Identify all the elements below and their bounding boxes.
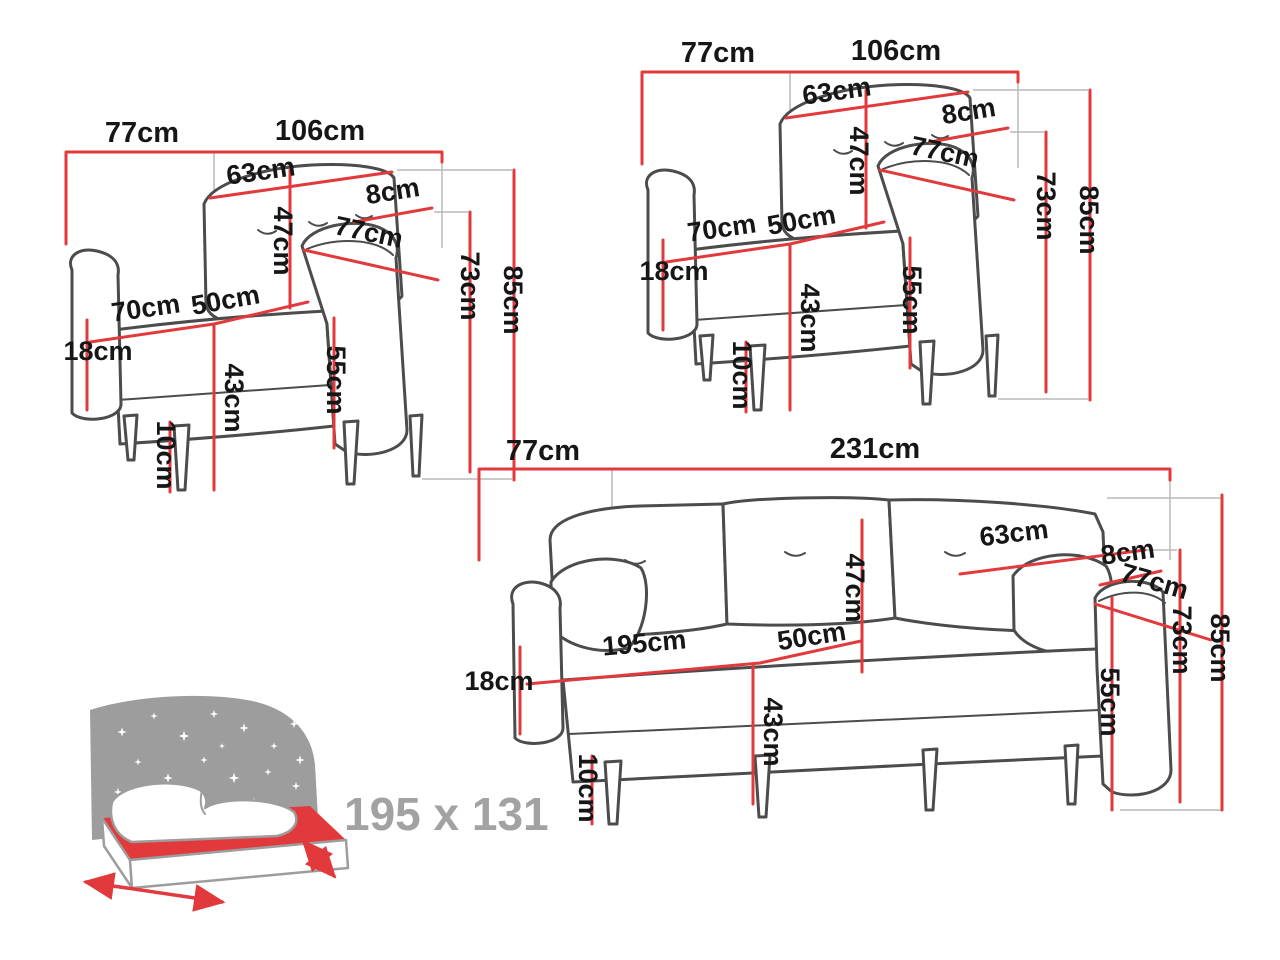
sofa-left-pillow <box>549 557 648 652</box>
sofa-base-height-label: 18cm <box>464 666 533 696</box>
bed-depth-arrow <box>301 839 337 879</box>
sofa-cushion-width-line <box>958 548 1147 576</box>
sofa-inner-height-label: 73cm <box>1167 605 1197 674</box>
sofa-seat-seam <box>568 709 1100 735</box>
sofa-seat-height-label: 43cm <box>758 697 788 766</box>
sofa-legs <box>603 743 1080 826</box>
sofa-armrest-thickness-line <box>1098 569 1163 587</box>
sofa-back-depth-label: 77cm <box>506 435 580 467</box>
sofa-diagram: 77cm 231cm 63cm 8cm 77cm 47cm 195cm 50cm… <box>464 433 1235 826</box>
bed-width-arrow <box>82 872 226 912</box>
sofa-seat-depth-line <box>758 639 863 665</box>
sofa-seat <box>561 647 1105 784</box>
sofa-leg-height-label: 10cm <box>573 753 603 822</box>
sofa-top-dim-line <box>477 467 1172 562</box>
sofa-right-armrest <box>1093 579 1173 797</box>
sofa-armrest-seam <box>1098 591 1166 604</box>
sleeping-area-label: 195 x 131 <box>344 788 549 840</box>
armchair-left-diagram <box>61 113 530 494</box>
sleeping-area-icon: 195 x 131 <box>82 695 549 912</box>
bed-pillow-split <box>199 789 206 815</box>
sofa-dimension-labels: 77cm 231cm 63cm 8cm 77cm 47cm 195cm 50cm… <box>464 433 1235 823</box>
sofa-seat-width-line <box>525 661 762 686</box>
sofa-left-armrest <box>510 580 565 745</box>
sofa-armrest-height-label: 55cm <box>1095 667 1125 736</box>
sofa-drawing <box>510 496 1173 826</box>
sofa-backrest-height-label: 47cm <box>840 553 870 622</box>
sofa-total-height-label: 85cm <box>1205 613 1235 682</box>
sofa-seat-width-label: 195cm <box>601 624 687 661</box>
sofa-total-width-label: 231cm <box>830 433 920 465</box>
sofa-armrest-thickness-label: 8cm <box>1099 533 1157 570</box>
armchair-right-diagram <box>637 33 1106 414</box>
sofa-dimension-lines <box>477 467 1224 826</box>
sofa-side-depth-line <box>1093 602 1213 642</box>
